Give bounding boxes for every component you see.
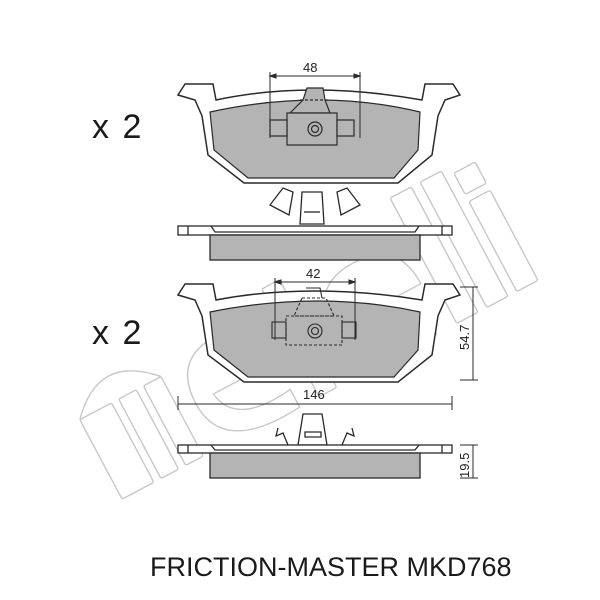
pad-2-quantity-label: x 2 [92, 314, 144, 352]
pad-1-clip-spacing-dimension [268, 72, 362, 138]
part-caption: FRICTION-MASTER MKD768 [150, 552, 512, 582]
pad-1-front-view: 48 [176, 60, 462, 184]
watermark [79, 161, 538, 500]
pad-2-height-dimension [460, 286, 478, 381]
pad-1-side-view [177, 187, 453, 261]
pad-2-dimension-42: 42 [306, 266, 320, 281]
pad-2-dimension-19-5: 19.5 [457, 453, 472, 478]
pad-2-front-view: 42 146 54.7 [176, 266, 478, 410]
pad-2-clip-spacing-dimension [273, 278, 357, 340]
pad-1-quantity-label: x 2 [92, 108, 144, 146]
pad-2-side-view [177, 413, 478, 479]
pad-2-width-dimension [177, 396, 453, 410]
pad-2-clip [271, 287, 357, 346]
pad-1-clip [269, 87, 355, 146]
pad-2-dimension-146: 146 [303, 387, 325, 402]
pad-1-dimension-48: 48 [303, 60, 317, 75]
pad-2-thickness-dimension [460, 444, 478, 479]
pad-2-friction-material [209, 300, 421, 378]
pad-2-dimension-54-7: 54.7 [457, 325, 472, 350]
